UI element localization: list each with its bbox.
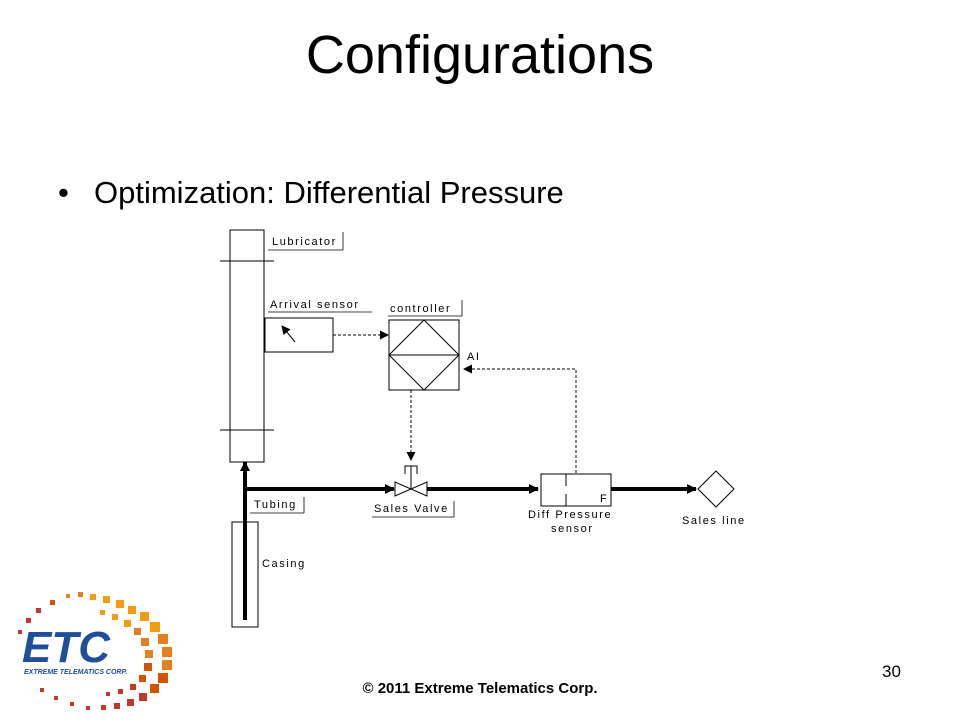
sales-valve-label-box: Sales Valve [372,501,455,518]
diff-pressure-label-line1: Diff Pressure [528,509,612,521]
logo-wordmark: ETC [22,623,111,672]
tubing-label-box: Tubing [250,497,305,514]
controller-box [388,319,460,391]
controller-label-box: controller [388,300,463,317]
bullet-text: Optimization: Differential Pressure [94,175,564,210]
sales-valve [394,465,428,497]
diff-pressure-sensor: F [540,473,612,507]
logo-dots [18,592,172,710]
page-number: 30 [882,662,901,681]
sensor-code-label: F [600,493,608,505]
lubricator-label: Lubricator [272,236,337,248]
slide-title: Configurations [305,25,655,85]
casing-label: Casing [262,558,306,570]
diff-pressure-label-line2: sensor [551,523,594,535]
lubricator-label-box: Lubricator [268,232,344,251]
bullet-dot: • [58,175,69,210]
controller-label: controller [390,303,451,315]
sales-line-label: Sales line [682,515,746,527]
etc-logo: ETC EXTREME TELEMATICS CORP. [18,592,172,710]
tubing-label: Tubing [254,499,297,511]
logo-tagline: EXTREME TELEMATICS CORP. [24,669,127,676]
sales-line-terminal [697,470,735,508]
arrival-sensor-label: Arrival sensor [270,299,360,311]
bullet-item: • Optimization: Differential Pressure [58,177,564,208]
ai-label: AI [467,351,481,363]
signal-dp-to-controller [463,364,577,478]
copyright-footer: © 2011 Extreme Telematics Corp. [362,680,598,697]
arrival-sensor-box [264,317,334,353]
sales-valve-label: Sales Valve [374,503,449,515]
